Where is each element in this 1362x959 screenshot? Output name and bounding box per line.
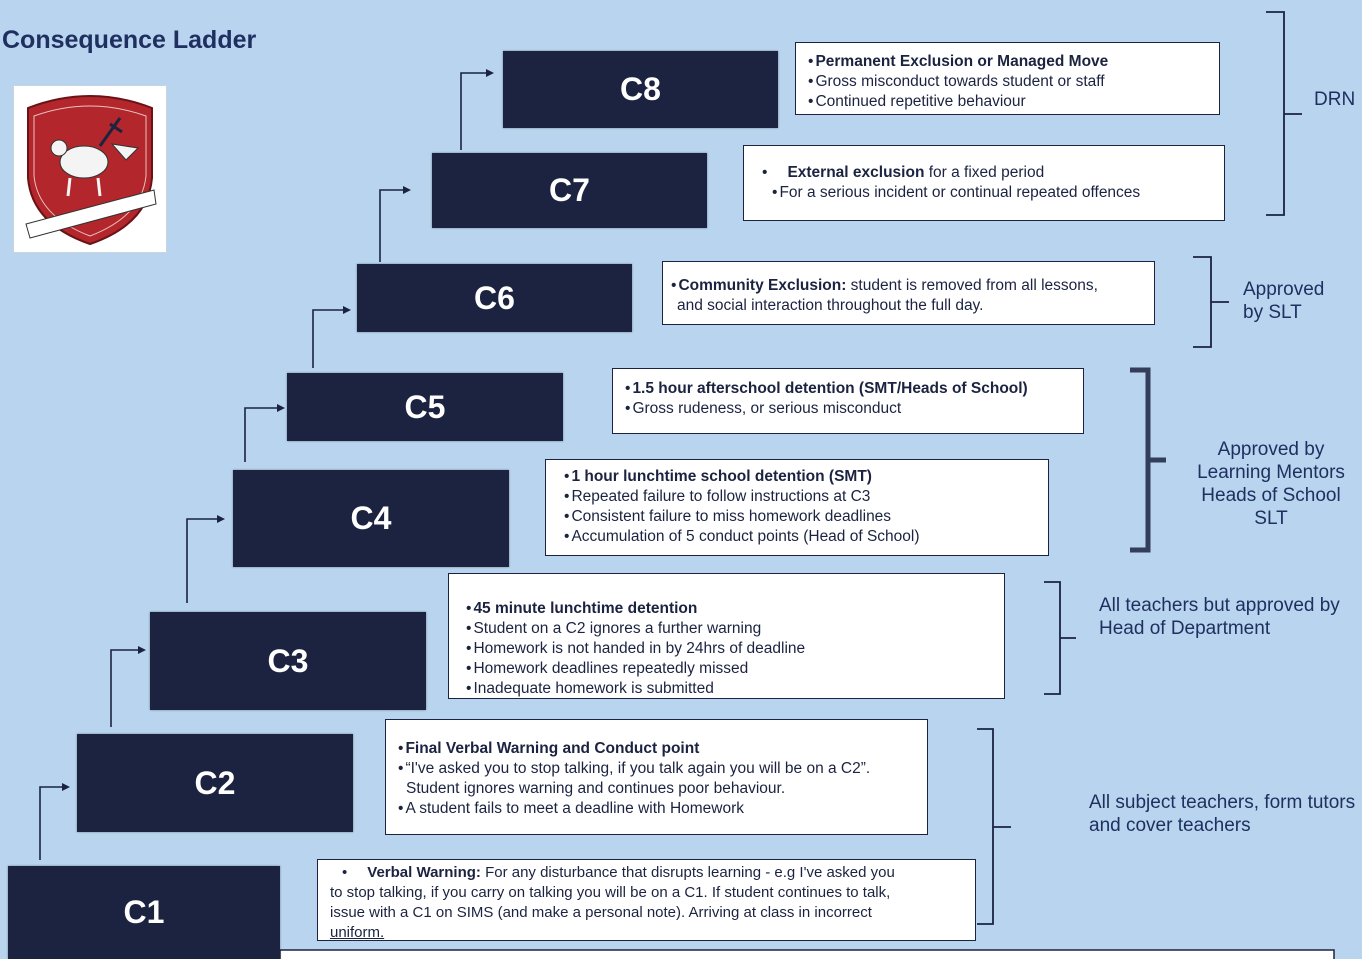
- c6-description-box: Community Exclusion: student is removed …: [662, 261, 1155, 325]
- c1-description-box: •Verbal Warning: For any disturbance tha…: [317, 859, 976, 941]
- c5-description-box: 1.5 hour afterschool detention (SMT/Head…: [612, 368, 1084, 434]
- authority-mentors-line3: Heads of School: [1201, 485, 1341, 506]
- c1-line4: uniform.: [330, 924, 385, 941]
- step-c8: C8: [503, 51, 778, 128]
- mentors-bracket: [1130, 367, 1166, 553]
- teachers-bracket: [977, 728, 1011, 925]
- c4-description-box: 1 hour lunchtime school detention (SMT) …: [545, 459, 1049, 556]
- c7-description-box: •External exclusion for a fixed period F…: [743, 145, 1225, 221]
- c8-line2: Gross misconduct towards student or staf…: [815, 73, 1105, 90]
- c3-line1: 45 minute lunchtime detention: [473, 600, 698, 617]
- step-c3: C3: [150, 612, 426, 710]
- c1-line1-bold: Verbal Warning:: [367, 864, 481, 881]
- step-c7: C7: [432, 153, 707, 228]
- c2-line4: A student fails to meet a deadline with …: [405, 800, 745, 817]
- hod-bracket: [1044, 581, 1076, 695]
- c8-line3: Continued repetitive behaviour: [815, 93, 1026, 110]
- authority-teachers-line2: and cover teachers: [1089, 815, 1251, 836]
- c6-line2: and social interaction throughout the fu…: [677, 297, 984, 314]
- authority-teachers-line1: All subject teachers, form tutors: [1089, 792, 1356, 813]
- authority-hod: All teachers but approved by Head of Dep…: [1099, 594, 1340, 640]
- c3-line3: Homework is not handed in by 24hrs of de…: [473, 640, 806, 657]
- c5-line2: Gross rudeness, or serious misconduct: [632, 400, 902, 417]
- c4-line1: 1 hour lunchtime school detention (SMT): [571, 468, 872, 485]
- step-c6: C6: [357, 264, 632, 332]
- c5-line1: 1.5 hour afterschool detention (SMT/Head…: [632, 380, 1028, 397]
- c1-line1-rest: For any disturbance that disrupts learni…: [480, 864, 895, 881]
- c2-line3: Student ignores warning and continues po…: [406, 780, 786, 797]
- authority-teachers: All subject teachers, form tutors and co…: [1089, 791, 1355, 837]
- c3-line4: Homework deadlines repeatedly missed: [473, 660, 749, 677]
- step-c2: C2: [77, 734, 353, 832]
- c4-line2: Repeated failure to follow instructions …: [571, 488, 871, 505]
- authority-slt: Approved by SLT: [1243, 278, 1324, 324]
- authority-drn: DRN: [1314, 89, 1356, 110]
- authority-mentors-line2: Learning Mentors: [1197, 462, 1345, 483]
- c8-description-box: Permanent Exclusion or Managed Move Gros…: [795, 42, 1220, 115]
- authority-slt-line1: Approved: [1243, 279, 1325, 300]
- page-title: Consequence Ladder: [2, 26, 257, 54]
- c3-description-box: 45 minute lunchtime detention Student on…: [448, 573, 1005, 699]
- bottom-rule: [279, 949, 1335, 959]
- school-crest-logo: [13, 85, 167, 253]
- step-c1: C1: [8, 866, 280, 959]
- authority-hod-line1: All teachers but approved by: [1099, 595, 1340, 616]
- c2-description-box: Final Verbal Warning and Conduct point “…: [385, 719, 928, 835]
- c2-line2: “I've asked you to stop talking, if you …: [405, 760, 871, 777]
- c7-line1-bold: External exclusion: [787, 164, 925, 181]
- c7-line2: For a serious incident or continual repe…: [779, 184, 1141, 201]
- c3-line5: Inadequate homework is submitted: [473, 680, 714, 697]
- authority-hod-line2: Head of Department: [1099, 618, 1271, 639]
- c6-line1-bold: Community Exclusion:: [678, 277, 847, 294]
- authority-slt-line2: by SLT: [1243, 302, 1302, 323]
- drn-bracket: [1266, 11, 1302, 216]
- c7-line1-rest: for a fixed period: [924, 164, 1045, 181]
- c1-line2: to stop talking, if you carry on talking…: [330, 884, 891, 901]
- slt-bracket: [1193, 256, 1229, 348]
- c1-line3: issue with a C1 on SIMS (and make a pers…: [330, 904, 872, 921]
- c4-line4: Accumulation of 5 conduct points (Head o…: [571, 528, 920, 545]
- c6-line1-rest: student is removed from all lessons,: [846, 277, 1098, 294]
- authority-mentors: Approved by Learning Mentors Heads of Sc…: [1180, 438, 1362, 530]
- authority-mentors-line4: SLT: [1254, 508, 1288, 529]
- c4-line3: Consistent failure to miss homework dead…: [571, 508, 892, 525]
- c2-line1: Final Verbal Warning and Conduct point: [405, 740, 700, 757]
- c3-line2: Student on a C2 ignores a further warnin…: [473, 620, 762, 637]
- step-c4: C4: [233, 470, 509, 567]
- step-c5: C5: [287, 373, 563, 441]
- authority-mentors-line1: Approved by: [1217, 439, 1325, 460]
- c8-line1: Permanent Exclusion or Managed Move: [815, 53, 1109, 70]
- crest-icon: [25, 95, 157, 246]
